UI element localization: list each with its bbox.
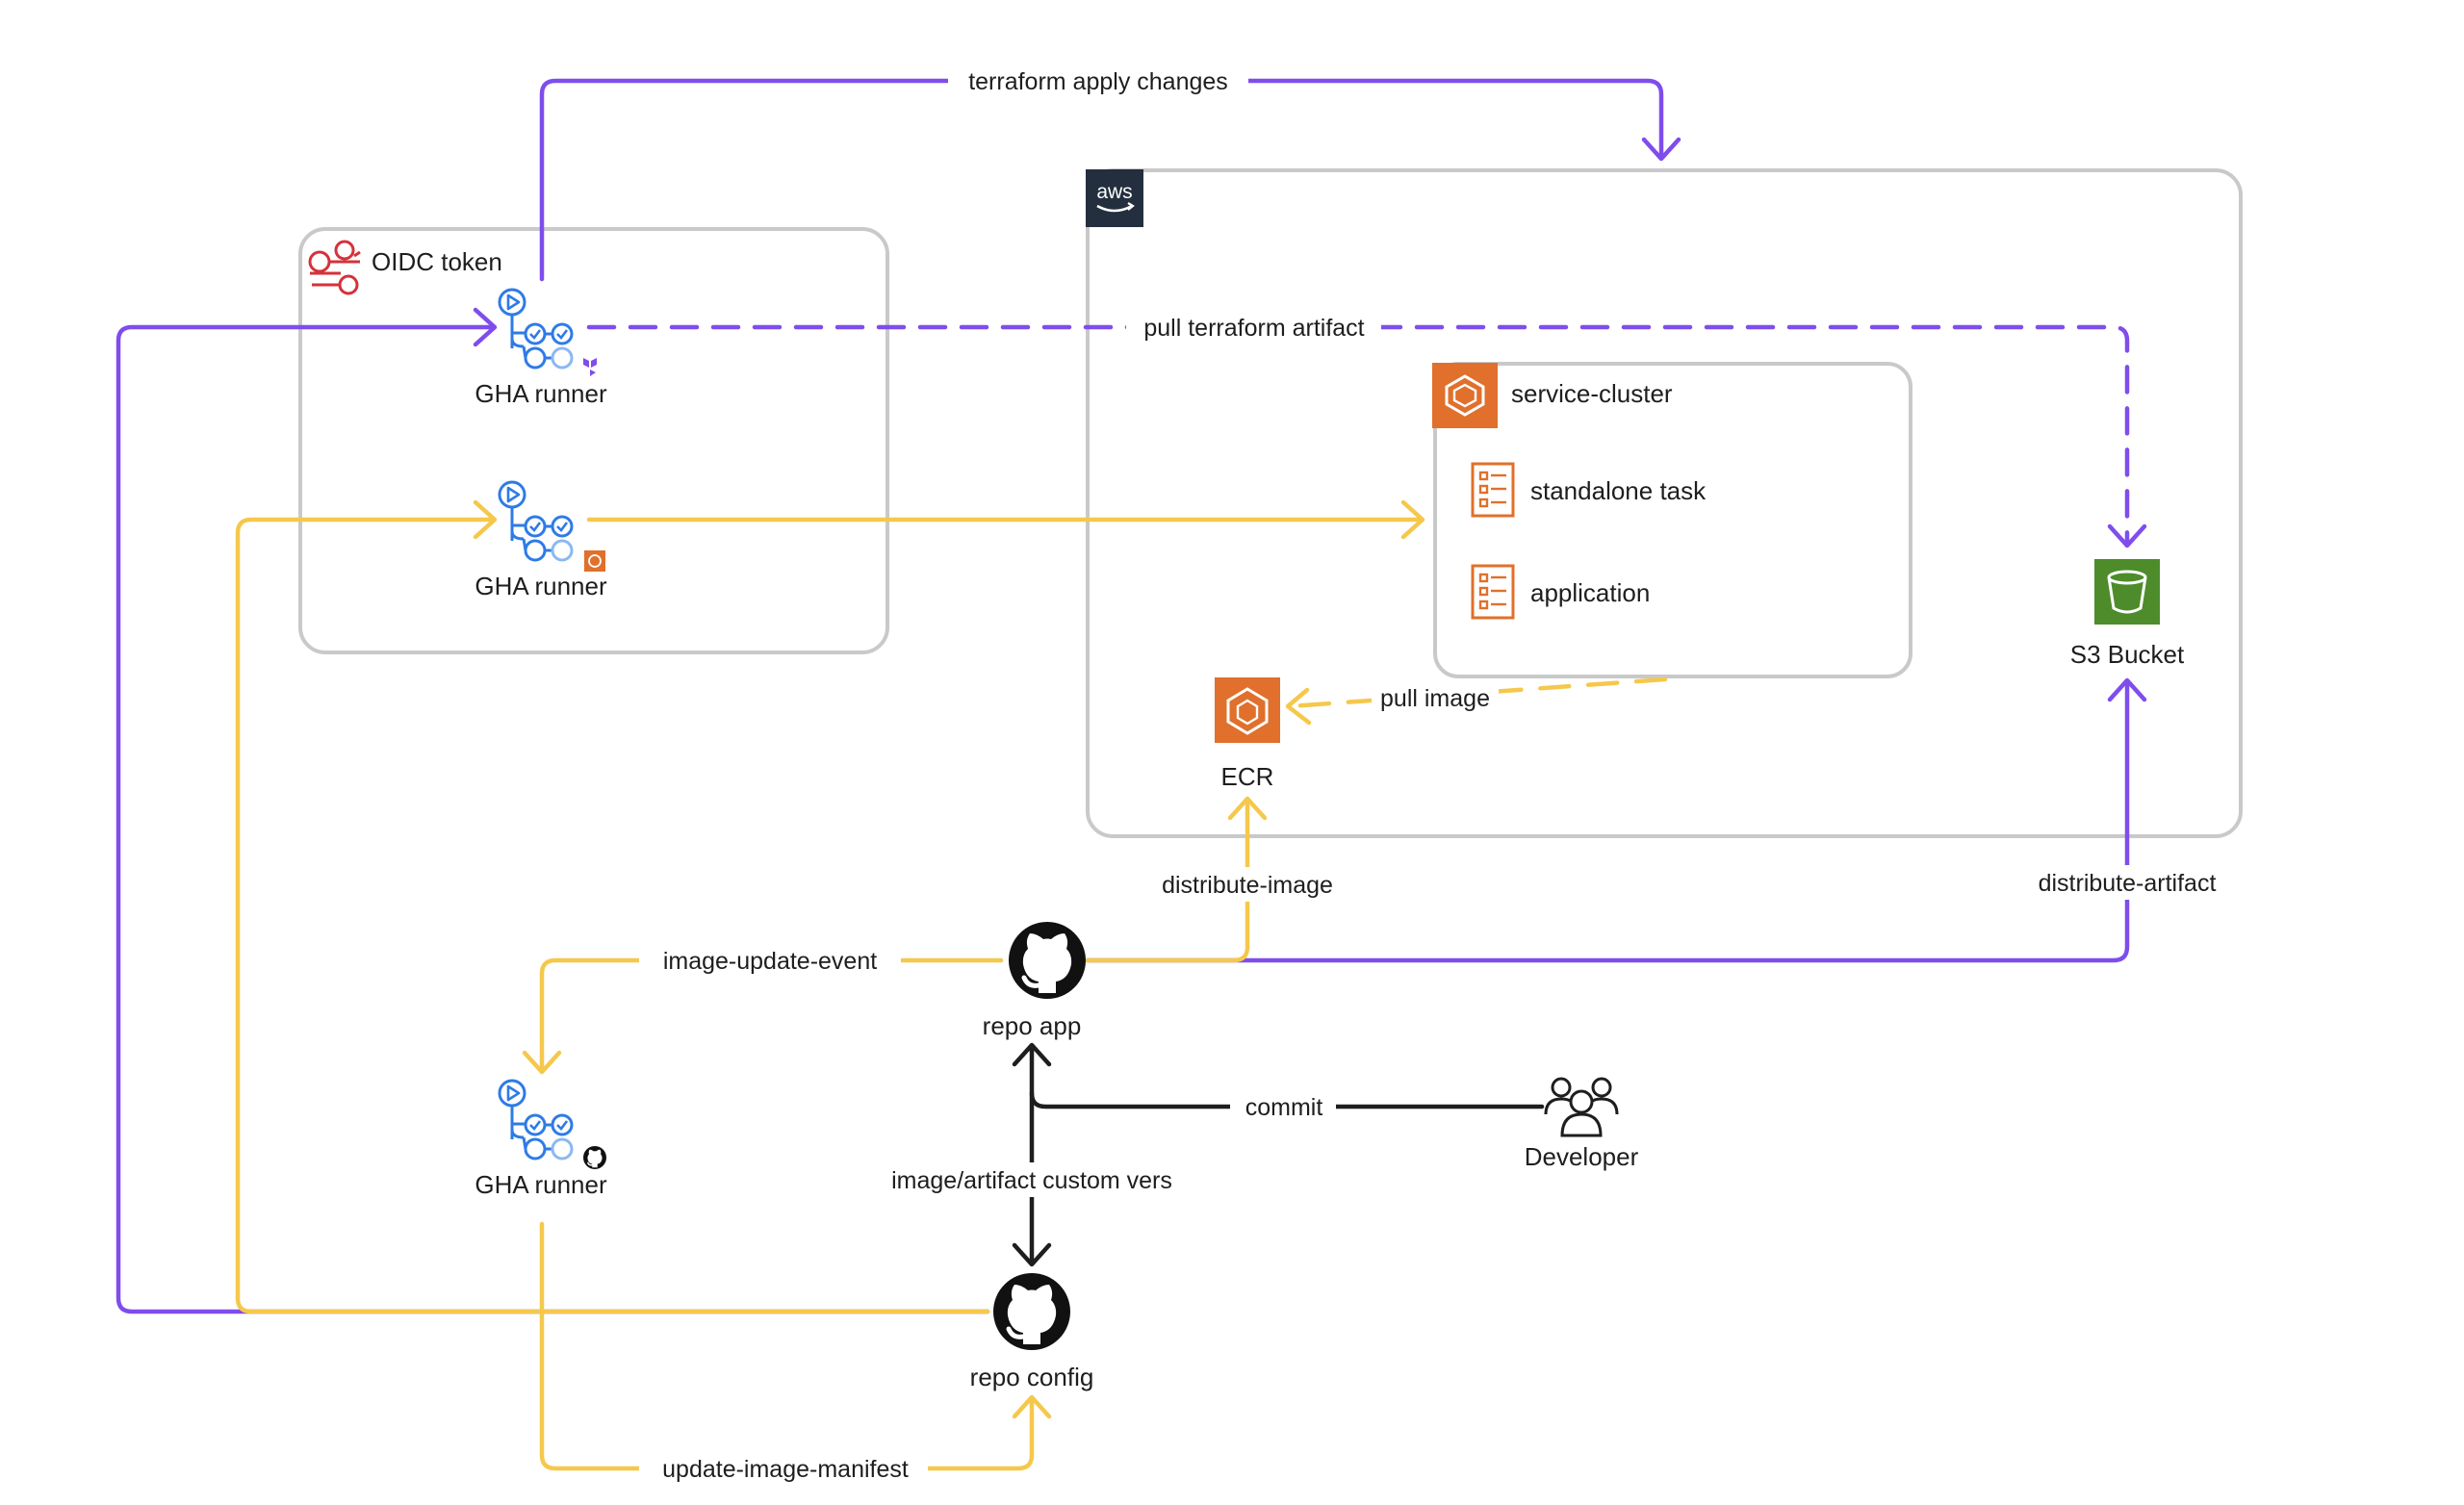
- aws-logo-text: aws: [1096, 181, 1132, 203]
- oidc-group: [298, 227, 889, 654]
- service-cluster-label: service-cluster: [1511, 379, 1673, 408]
- gha-runner-icon: [498, 1079, 574, 1161]
- s3-bucket-icon: [2094, 559, 2160, 625]
- edge-distribute-artifact-arrow: [2107, 677, 2147, 702]
- aws-cloud-group: [1086, 168, 2243, 838]
- edge-pull-image: [1287, 676, 1668, 709]
- gha-runner-terraform-label: GHA runner: [475, 379, 607, 408]
- edge-update-manifest: [539, 1221, 1035, 1471]
- ecr-icon: [1215, 677, 1280, 743]
- ecs-cluster-icon: [1432, 363, 1498, 428]
- developer-label: Developer: [1525, 1142, 1639, 1171]
- edge-distribute-artifact: [1085, 680, 2130, 963]
- users-icon: [1544, 1077, 1619, 1137]
- edge-config-to-aws-runner-arrow: [473, 499, 498, 540]
- edge-label-commit: commit: [1245, 1094, 1323, 1121]
- aws-badge-icon: [584, 550, 605, 572]
- github-icon: [993, 1273, 1070, 1350]
- standalone-task-label: standalone task: [1530, 476, 1707, 505]
- edge-label-image-update-event: image-update-event: [663, 948, 877, 975]
- edge-config-to-aws-runner: [235, 517, 990, 1314]
- edge-config-to-terraform-runner-arrow: [473, 307, 498, 347]
- repo-app-label: repo app: [983, 1011, 1082, 1040]
- gha-runner-icon: [498, 480, 574, 562]
- edge-config-to-terraform-runner: [116, 324, 990, 1314]
- edge-label-terraform-apply: terraform apply changes: [968, 68, 1228, 95]
- s3-bucket-label: S3 Bucket: [2070, 640, 2185, 669]
- gha-runner-aws-label: GHA runner: [475, 572, 607, 600]
- edge-pull-artifact-arrow: [2107, 523, 2147, 548]
- edge-label-custom-vers: image/artifact custom vers: [891, 1167, 1172, 1194]
- edge-label-pull-artifact: pull terraform artifact: [1143, 315, 1364, 342]
- github-badge-icon: [582, 1145, 607, 1170]
- edge-label-distribute-image: distribute-image: [1162, 872, 1333, 899]
- edge-deploy-to-cluster-arrow: [1400, 499, 1425, 540]
- terraform-badge-icon: [583, 358, 597, 376]
- edge-label-pull-image: pull image: [1380, 685, 1490, 712]
- edge-terraform-apply-arrow: [1641, 137, 1681, 162]
- edge-image-update-event: [539, 957, 1004, 1073]
- edge-commit-arrow: [1012, 1042, 1052, 1067]
- task-definition-icon: [1471, 462, 1515, 518]
- gha-runner-github-label: GHA runner: [475, 1170, 607, 1199]
- edge-image-update-event-arrow: [522, 1050, 562, 1075]
- aws-logo-icon: aws: [1086, 169, 1143, 227]
- edge-distribute-image-arrow: [1227, 796, 1268, 821]
- edge-label-distribute-artifact: distribute-artifact: [2039, 870, 2217, 897]
- oidc-group-label: OIDC token: [372, 247, 502, 276]
- ecr-label: ECR: [1221, 762, 1274, 791]
- edge-label-update-manifest: update-image-manifest: [662, 1456, 909, 1483]
- task-definition-icon: [1471, 564, 1515, 620]
- edge-pull-image-arrow: [1285, 687, 1312, 726]
- github-icon: [1009, 922, 1086, 999]
- edge-custom-vers-arrow: [1012, 1242, 1052, 1267]
- edge-pull-artifact: [586, 324, 2130, 547]
- application-label: application: [1530, 578, 1650, 607]
- gha-runner-icon: [498, 288, 574, 370]
- edge-update-manifest-arrow: [1012, 1394, 1052, 1419]
- oidc-key-icon: [308, 240, 361, 295]
- edge-distribute-image: [1085, 798, 1250, 963]
- repo-config-label: repo config: [970, 1363, 1094, 1391]
- service-cluster-group: [1433, 362, 1912, 678]
